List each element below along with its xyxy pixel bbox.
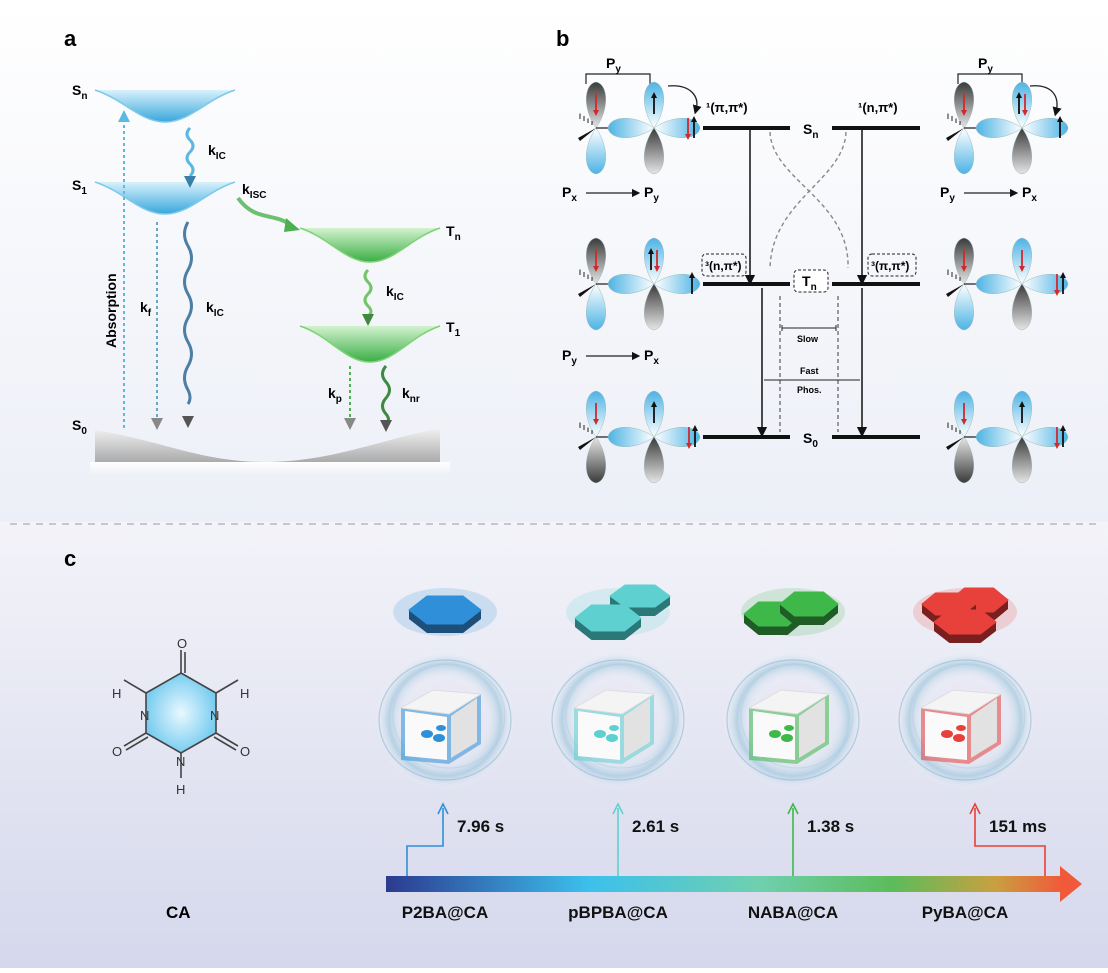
panel-b: b ¹(π,π*) ¹(n,π*) Sn ³(n,π*) ³(π,π*) Tn … — [556, 26, 1069, 484]
knr-wavy-arrow — [381, 365, 391, 426]
material-4: 151 ms PyBA@CA — [895, 587, 1047, 922]
state-np-singlet: ¹(n,π*) — [858, 100, 898, 115]
orbital-t-left — [578, 237, 701, 331]
spectrum-arrowhead — [1060, 866, 1082, 902]
electron-move-arrow-right — [1029, 85, 1062, 117]
kic-wavy-arrow-1 — [185, 126, 195, 178]
ca-molecule: O N N N H H H O O — [112, 636, 250, 797]
b-sn-label: Sn — [803, 121, 818, 141]
t1-well — [300, 326, 440, 362]
material-1: 7.96 s P2BA@CA — [375, 588, 515, 922]
electron-move-arrow-left — [667, 85, 702, 115]
fast-label-2: Phos. — [797, 385, 822, 395]
lifetime-pointer — [406, 808, 444, 876]
atom-O-top: O — [177, 636, 187, 651]
material-name: NABA@CA — [748, 903, 838, 922]
tn-label: Tn — [446, 223, 461, 243]
slow-label: Slow — [797, 334, 819, 344]
pp-triplet-box — [867, 253, 917, 277]
atom-H-bottom: H — [176, 782, 185, 797]
water-cube-icon — [723, 650, 863, 790]
atom-H-left: H — [112, 686, 121, 701]
material-name: P2BA@CA — [402, 903, 488, 922]
water-cube-icon — [375, 650, 515, 790]
orbital-diagrams — [578, 81, 1069, 484]
b-s0-label: S0 — [803, 430, 818, 450]
panel-label-c: c — [64, 546, 76, 571]
py-label-3: Py — [562, 347, 577, 367]
state-pp-singlet: ¹(π,π*) — [706, 100, 748, 115]
py-label-top-left: Py — [606, 55, 621, 75]
kic-wavy-arrow-2 — [183, 221, 193, 405]
panel-label-b: b — [556, 26, 569, 51]
kic-label-3: kIC — [386, 283, 404, 303]
kic-label-2: kIC — [206, 299, 224, 319]
materials-row: 7.96 s P2BA@CA 2.61 s pBPBA@CA 1.38 s NABA@CA… — [375, 584, 1047, 922]
atom-O-left: O — [112, 744, 122, 759]
material-name: PyBA@CA — [922, 903, 1008, 922]
kp-label: kp — [328, 385, 342, 405]
crossing-curve-1 — [769, 131, 849, 269]
atom-H-right: H — [240, 686, 249, 701]
atom-O-right: O — [240, 744, 250, 759]
kf-label: kf — [140, 299, 152, 319]
s1-well — [95, 182, 235, 214]
water-cube-icon — [895, 650, 1035, 790]
lifetime-value: 1.38 s — [807, 817, 854, 836]
py-label-top-right: Py — [978, 55, 993, 75]
absorption-label: Absorption — [103, 273, 119, 348]
orbital-s1-right — [946, 81, 1069, 175]
crossing-curve-2 — [769, 131, 847, 269]
lifetime-value: 7.96 s — [457, 817, 504, 836]
orbital-s0-right — [946, 390, 1069, 484]
np-triplet-box — [701, 253, 747, 277]
sn-well — [95, 90, 235, 122]
knr-label: knr — [402, 385, 420, 405]
panel-a: a Sn S1 Tn T1 S0 Absorption kf kIC — [64, 26, 461, 476]
water-cube-icon — [548, 650, 688, 790]
px-label-3: Px — [644, 347, 659, 367]
state-np-triplet-left: ³(n,π*) — [705, 259, 742, 273]
ca-name: CA — [166, 903, 191, 922]
b-tn-label: Tn — [802, 273, 817, 293]
px-label-1: Px — [562, 184, 577, 204]
material-3: 1.38 s NABA@CA — [723, 588, 863, 922]
material-2: 2.61 s pBPBA@CA — [548, 584, 688, 922]
state-pp-triplet-right: ³(π,π*) — [871, 259, 909, 273]
s1-label: S1 — [72, 177, 87, 197]
sn-label: Sn — [72, 82, 87, 102]
s0-label: S0 — [72, 417, 87, 437]
kic-label-1: kIC — [208, 142, 226, 162]
crystal-icon — [566, 584, 671, 640]
crystal-icon — [393, 588, 497, 636]
crystal-icon — [741, 588, 845, 636]
spectrum-bar — [386, 876, 1062, 892]
orbital-s0-left — [578, 390, 701, 484]
px-label-2: Px — [1022, 184, 1037, 204]
crystal-icon — [913, 587, 1017, 643]
material-name: pBPBA@CA — [568, 903, 668, 922]
tn-well — [300, 228, 440, 262]
atom-N-right: N — [210, 708, 219, 723]
tn-box — [793, 269, 829, 293]
atom-N-left: N — [140, 708, 149, 723]
kic-wavy-arrow-3 — [363, 268, 373, 318]
orbital-s1-left — [578, 81, 701, 175]
lifetime-pointer — [974, 808, 1046, 876]
top-background — [0, 0, 1108, 522]
py-label-2: Py — [940, 184, 955, 204]
fast-label-1: Fast — [800, 366, 819, 376]
kisc-label: kISC — [242, 181, 266, 201]
lifetime-value: 2.61 s — [632, 817, 679, 836]
lifetime-value: 151 ms — [989, 817, 1047, 836]
panel-label-a: a — [64, 26, 77, 51]
py-label-1: Py — [644, 184, 659, 204]
atom-N-bottom: N — [176, 754, 185, 769]
t1-label: T1 — [446, 319, 461, 339]
s0-well — [95, 428, 440, 470]
orbital-t-right — [946, 237, 1069, 331]
